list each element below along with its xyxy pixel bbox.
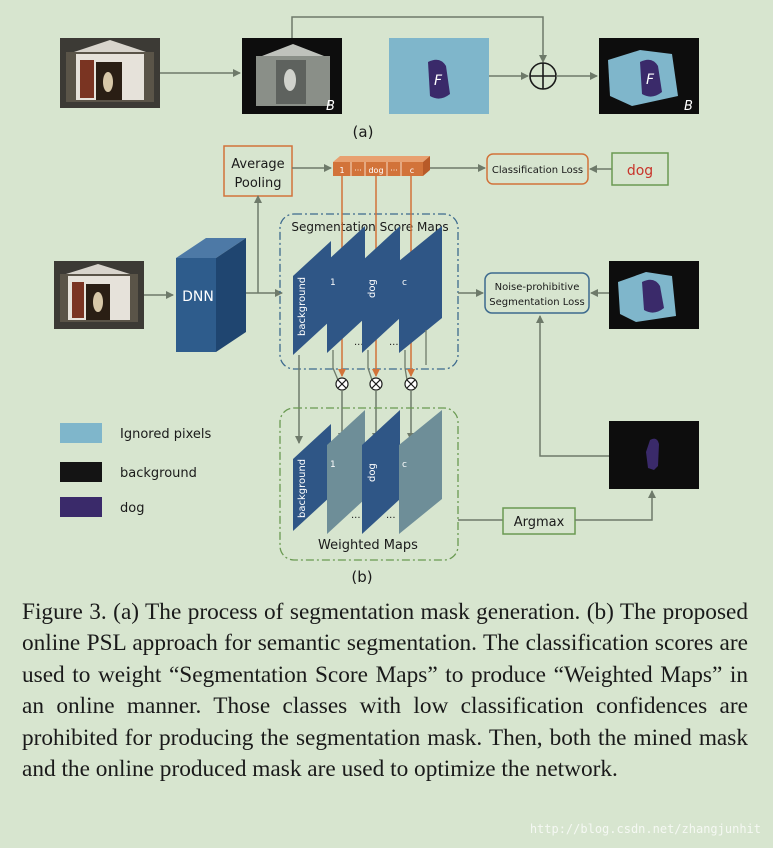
score-map-dog: dog	[362, 226, 400, 353]
weighted-map-dog: dog	[362, 410, 400, 534]
noise-loss-line2: Segmentation Loss	[489, 297, 584, 308]
part-a-label: (a)	[353, 123, 374, 141]
score-map-background: background	[293, 241, 331, 355]
legend-item-dog: dog	[60, 497, 144, 517]
figure-diagram: B F F B (a) Average Pooling 1 ··· d	[54, 16, 699, 586]
online-mask-image	[609, 421, 699, 489]
score-map-1: 1	[327, 226, 365, 353]
watermark: http://blog.csdn.net/zhangjunhit	[529, 822, 761, 836]
noise-prohibitive-loss-box: Noise-prohibitive Segmentation Loss	[484, 272, 590, 314]
score-cell-dog: dog	[368, 166, 383, 175]
legend-item-ignored-pixels: Ignored pixels	[60, 423, 211, 443]
average-pooling-line1: Average	[231, 157, 284, 172]
photo-doghouse-a	[60, 38, 160, 108]
weighted-map-1: 1	[327, 410, 365, 534]
weighted-map-ellipsis-2: ...	[386, 510, 396, 521]
argmax-box: Argmax	[502, 507, 576, 535]
dnn-block: DNN	[176, 238, 246, 352]
photo-doghouse-b	[54, 261, 144, 329]
mask-b-image: B	[242, 38, 342, 114]
weighted-map-c-label: c	[402, 460, 407, 470]
average-pooling-box: Average Pooling	[223, 145, 293, 197]
b-label: B	[326, 99, 335, 114]
weighted-map-dog-label: dog	[367, 463, 378, 482]
b-label-combined: B	[684, 99, 693, 114]
weighted-maps-label: Weighted Maps	[318, 538, 418, 553]
classification-loss-label: Classification Loss	[492, 165, 583, 176]
weighted-maps-group: Weighted Maps	[279, 407, 459, 561]
weighted-map-background-label: background	[297, 459, 308, 518]
classification-loss-box: Classification Loss	[486, 153, 589, 185]
average-pooling-line2: Pooling	[235, 176, 282, 191]
weighted-map-c: c	[399, 410, 442, 534]
legend: Ignored pixels background dog	[60, 423, 211, 517]
multiply-symbol-1	[335, 377, 349, 391]
f-label: F	[434, 73, 443, 89]
combined-mask-image: F B	[599, 38, 699, 114]
score-cell-c: c	[410, 166, 414, 175]
legend-item-background: background	[60, 462, 197, 482]
legend-label-background: background	[120, 466, 197, 481]
argmax-label: Argmax	[514, 515, 565, 530]
dog-label-text: dog	[627, 163, 653, 179]
multiply-symbol-dog	[369, 377, 383, 391]
score-cell-ellipsis-1: ···	[354, 166, 362, 175]
weighted-map-1-label: 1	[330, 460, 336, 470]
legend-label-dog: dog	[120, 501, 144, 516]
mask-f-image: F	[389, 38, 489, 114]
oplus-symbol	[529, 62, 557, 90]
score-map-dog-label: dog	[367, 279, 378, 298]
score-cell-ellipsis-2: ···	[390, 166, 398, 175]
segmentation-score-maps-label: Segmentation Score Maps	[291, 220, 448, 234]
score-map-ellipsis-1: ...	[354, 337, 364, 348]
dnn-label: DNN	[182, 289, 214, 305]
score-map-1-label: 1	[330, 278, 336, 288]
multiply-symbol-c	[404, 377, 418, 391]
score-cell-1: 1	[339, 166, 344, 175]
dog-label-box: dog	[611, 152, 669, 186]
weighted-map-ellipsis-1: ...	[351, 510, 361, 521]
score-map-c: c	[399, 226, 442, 353]
part-b-label: (b)	[351, 568, 372, 586]
weighted-map-background: background	[293, 424, 331, 531]
legend-label-ignored-pixels: Ignored pixels	[120, 427, 211, 442]
mined-mask-image	[609, 261, 699, 329]
score-map-ellipsis-2: ...	[389, 337, 399, 348]
figure-caption: Figure 3. (a) The process of segmentatio…	[22, 599, 748, 783]
score-vector: 1 ··· dog ··· c	[333, 156, 430, 176]
noise-loss-line1: Noise-prohibitive	[495, 282, 580, 293]
score-map-c-label: c	[402, 278, 407, 288]
f-label-combined: F	[646, 72, 655, 88]
score-map-background-label: background	[297, 277, 308, 336]
